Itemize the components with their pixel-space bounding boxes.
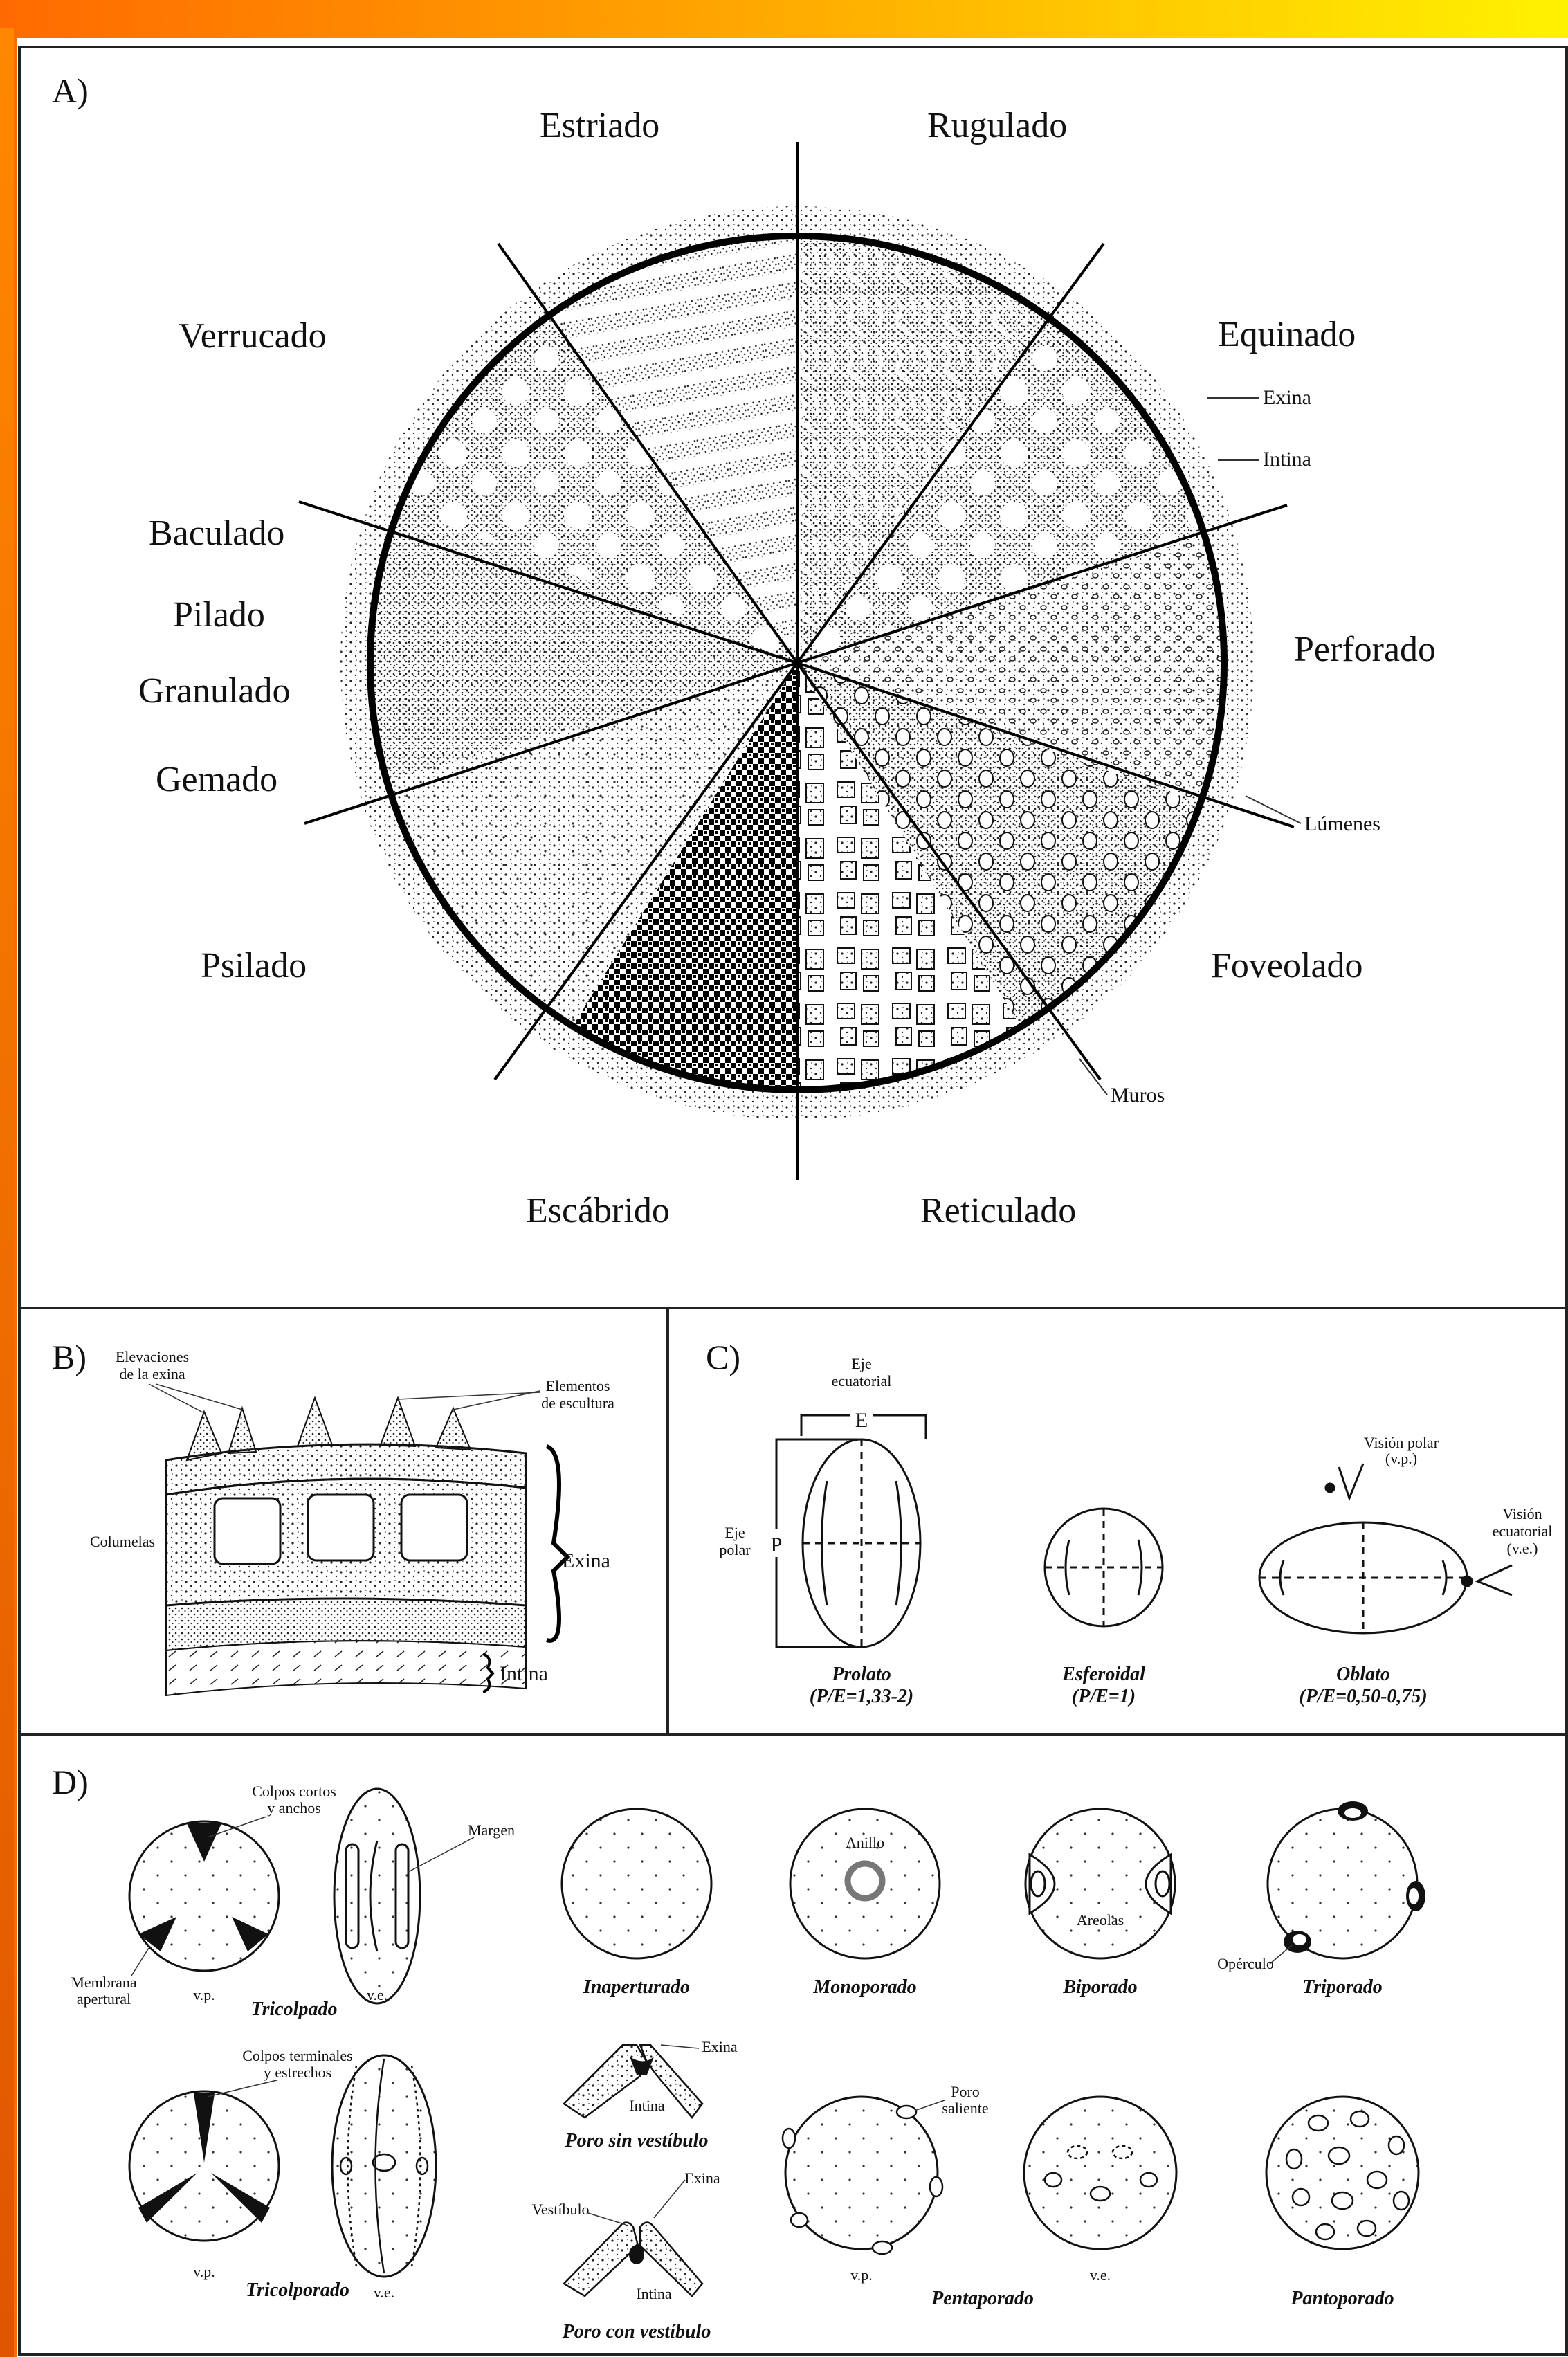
- exina-label-d1: Exina: [702, 2038, 738, 2055]
- prolato-name: Prolato: [831, 1664, 891, 1685]
- pantoporado-name: Pantoporado: [1290, 2288, 1394, 2309]
- elevaciones-label-2: de la exina: [119, 1365, 185, 1383]
- colpos-term-2: y estrechos: [264, 2064, 331, 2081]
- vision-ecuatorial-1: Visión: [1502, 1505, 1542, 1522]
- tricolpado-equatorial: [334, 1789, 420, 2003]
- pentaporado-ve: v.e.: [1090, 2266, 1111, 2284]
- vision-ecuatorial-3: (v.e.): [1507, 1540, 1538, 1557]
- margen-label: Margen: [468, 1821, 515, 1839]
- label-baculado: Baculado: [149, 513, 284, 553]
- tricolporado-vp: v.p.: [193, 2263, 215, 2280]
- label-pilado: Pilado: [173, 595, 265, 635]
- vestibulo-label: Vestíbulo: [531, 2201, 589, 2218]
- eje-ecuatorial-1: Eje: [851, 1355, 871, 1372]
- columelas-label: Columelas: [90, 1533, 155, 1550]
- label-rugulado: Rugulado: [927, 106, 1067, 145]
- poro-saliente-1: Poro: [951, 2083, 980, 2100]
- colpos-cortos-1: Colpos cortos: [252, 1783, 336, 1800]
- tricolpado-ve: v.e.: [367, 1986, 388, 2003]
- elementos-label-2: de escultura: [541, 1394, 614, 1412]
- poro-con-name: Poro con vestíbulo: [562, 2321, 711, 2342]
- label-foveolado: Foveolado: [1211, 946, 1363, 985]
- poro-sin-name: Poro sin vestíbulo: [565, 2130, 709, 2151]
- colpos-term-1: Colpos terminales: [242, 2047, 352, 2064]
- panel-b-label: B): [52, 1338, 86, 1376]
- cavity-1: [215, 1498, 280, 1564]
- label-reticulado: Reticulado: [920, 1191, 1076, 1230]
- membrana-1: Membrana: [71, 1974, 137, 1991]
- elementos-label-1: Elementos: [546, 1377, 610, 1394]
- exina-label-b: Exina: [562, 1549, 610, 1572]
- pentaporado-equatorial: [1024, 2097, 1176, 2249]
- label-exina: Exina: [1263, 386, 1311, 409]
- anillo-label: Anillo: [846, 1834, 884, 1851]
- pentaporado-polar: [785, 2097, 938, 2249]
- label-granulado: Granulado: [138, 671, 290, 711]
- p-letter: P: [771, 1534, 783, 1556]
- exina-label-d2: Exina: [684, 2169, 720, 2187]
- esferoidal-ratio: (P/E=1): [1072, 1686, 1136, 1707]
- poro-saliente-2: saliente: [942, 2100, 988, 2117]
- inaperturado-name: Inaperturado: [583, 1976, 690, 1998]
- intina-label-d1: Intina: [629, 2097, 665, 2114]
- inaperturado-grain: [562, 1809, 711, 1958]
- tricolpado-name: Tricolpado: [251, 1999, 338, 2020]
- pantoporado-grain: [1266, 2097, 1419, 2249]
- vision-polar-1: Visión polar: [1364, 1434, 1439, 1451]
- label-lumenes: Lúmenes: [1304, 812, 1380, 835]
- intina-label-d2: Intina: [636, 2285, 672, 2302]
- eje-polar-2: polar: [719, 1541, 751, 1558]
- panel-c-label: C): [706, 1338, 740, 1376]
- label-psilado: Psilado: [201, 946, 307, 985]
- label-perforado: Perforado: [1294, 630, 1436, 669]
- anillo-ring: [848, 1864, 882, 1898]
- label-verrucado: Verrucado: [179, 316, 327, 356]
- triporado-name: Triporado: [1302, 1976, 1383, 1998]
- esferoidal-name: Esferoidal: [1061, 1664, 1145, 1685]
- tricolpado-vp: v.p.: [193, 1986, 215, 2003]
- elevaciones-label-1: Elevaciones: [116, 1348, 189, 1365]
- pentaporado-vp: v.p.: [850, 2266, 873, 2284]
- prolato-ratio: (P/E=1,33-2): [810, 1686, 914, 1707]
- intina-label-b: Intina: [500, 1662, 548, 1685]
- colpos-cortos-2: y anchos: [267, 1799, 321, 1817]
- oblato-name: Oblato: [1336, 1664, 1390, 1685]
- areolas-label: Areolas: [1077, 1911, 1124, 1929]
- label-gemado: Gemado: [156, 760, 277, 799]
- tricolporado-name: Tricolporado: [246, 2279, 349, 2301]
- eje-ecuatorial-2: ecuatorial: [832, 1372, 892, 1390]
- e-letter: E: [855, 1409, 868, 1432]
- biporado-name: Biporado: [1062, 1976, 1137, 1998]
- label-intina: Intina: [1263, 448, 1311, 471]
- cavity-2: [308, 1495, 374, 1560]
- membrana-2: apertural: [77, 1990, 131, 2008]
- panel-a-label: A): [52, 71, 89, 110]
- cavity-3: [401, 1495, 467, 1560]
- pentaporado-name: Pentaporado: [931, 2288, 1034, 2309]
- oblato-ratio: (P/E=0,50-0,75): [1299, 1686, 1428, 1707]
- eje-polar-1: Eje: [724, 1524, 745, 1541]
- vision-polar-2: (v.p.): [1385, 1450, 1417, 1467]
- operculo-label: Opérculo: [1217, 1955, 1274, 1972]
- label-escabrido: Escábrido: [526, 1191, 670, 1230]
- tricolporado-ve: v.e.: [374, 2284, 394, 2301]
- vision-ecuatorial-2: ecuatorial: [1493, 1522, 1553, 1540]
- monoporado-name: Monoporado: [812, 1976, 916, 1998]
- label-muros: Muros: [1111, 1084, 1165, 1107]
- label-estriado: Estriado: [540, 106, 659, 145]
- label-equinado: Equinado: [1218, 315, 1356, 354]
- panel-d-label: D): [52, 1763, 89, 1801]
